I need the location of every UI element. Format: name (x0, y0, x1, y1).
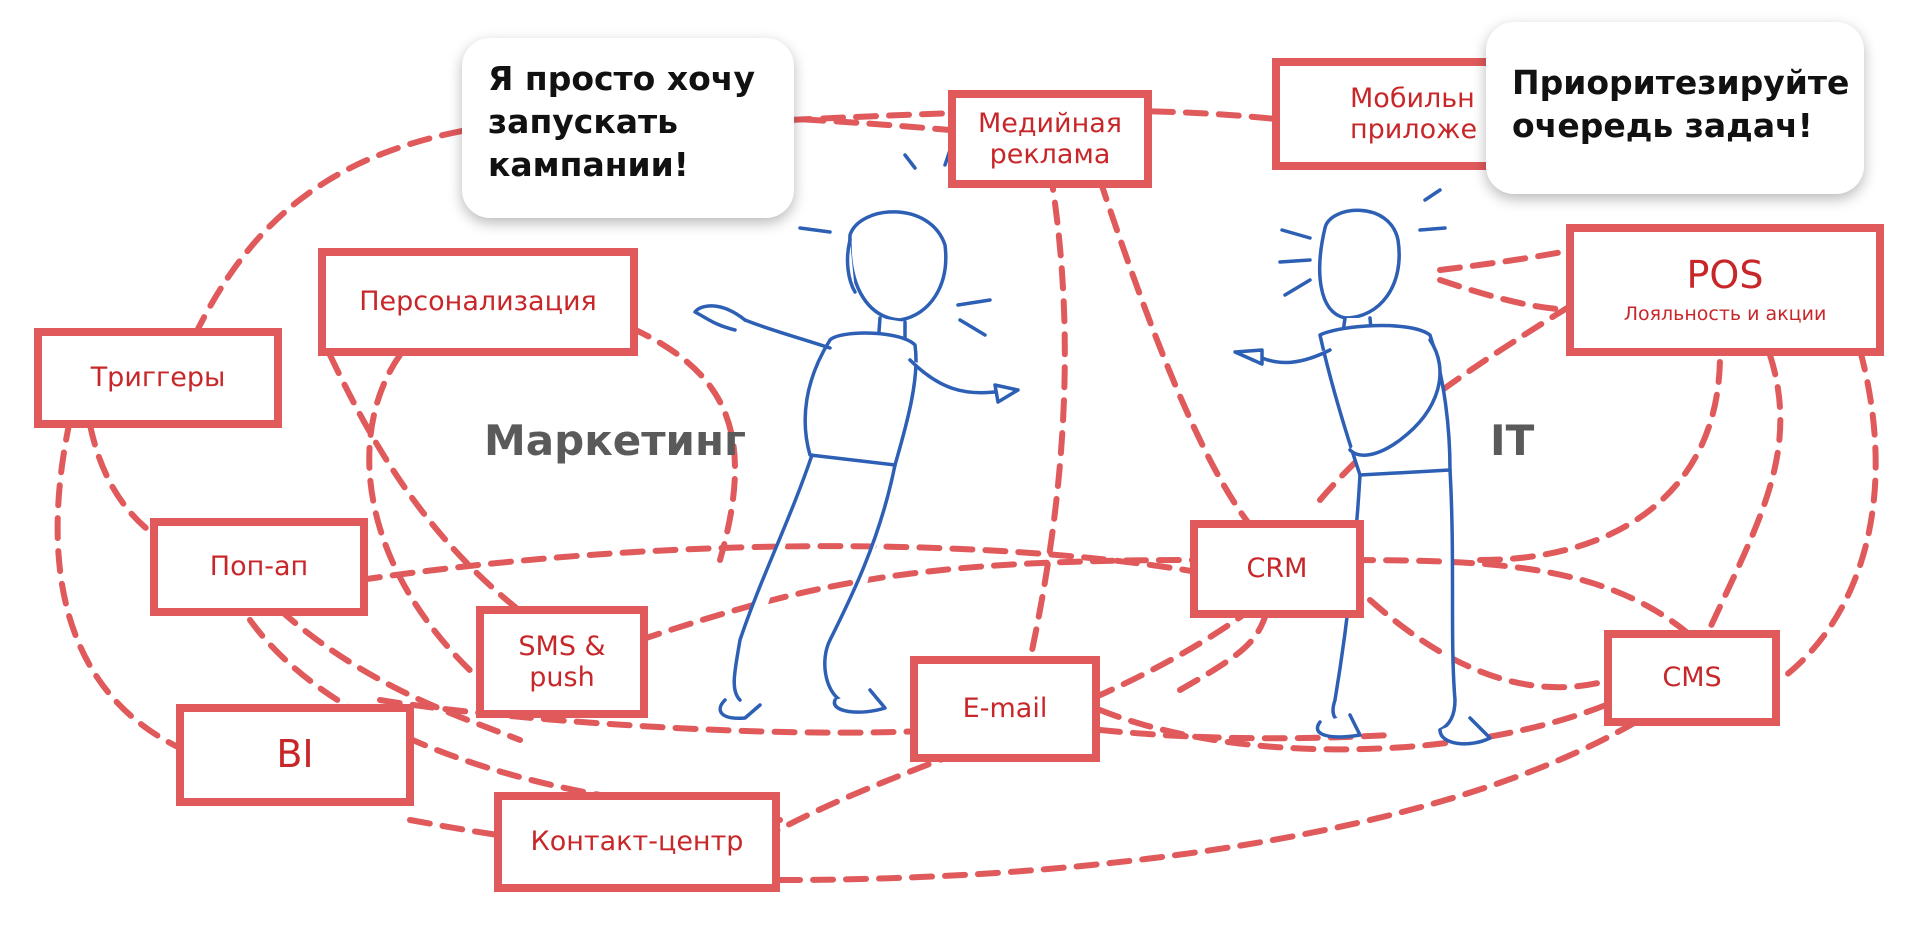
node-contact-center: Контакт-центр (494, 792, 780, 892)
node-label-line: приложе (1350, 114, 1478, 145)
node-label-line: SMS & (518, 630, 606, 662)
node-subtitle: Лояльность и акции (1623, 302, 1827, 325)
bubble-line: запускать (488, 101, 678, 141)
node-label: Триггеры (90, 362, 226, 394)
marketing-speech-bubble: Я просто хочу запускать кампании! (462, 38, 794, 218)
node-label-line: push (529, 662, 595, 693)
link (377, 697, 943, 736)
link (192, 111, 953, 338)
link (277, 607, 523, 743)
marketing-group-label: Маркетинг (484, 416, 746, 465)
link (1317, 557, 1693, 638)
bubble-line: Я просто хочу (488, 59, 755, 98)
node-cms: CMS (1604, 630, 1780, 726)
node-crm: CRM (1190, 520, 1364, 618)
link (357, 543, 1243, 583)
node-label-line: Медийная (977, 107, 1123, 139)
node-email: E-mail (910, 656, 1100, 762)
node-label: Контакт-центр (530, 826, 744, 858)
link (1097, 727, 1393, 742)
node-bi: BI (176, 704, 414, 806)
link (1777, 347, 1879, 683)
bubble-line: очередь задач! (1512, 105, 1813, 145)
link (637, 557, 1203, 643)
link (1367, 597, 1613, 691)
node-triggers: Триггеры (34, 328, 282, 428)
link (1477, 352, 1723, 563)
link (1707, 352, 1784, 631)
link (54, 417, 183, 751)
it-speech-bubble: Приоритезируйте очередь задач! (1486, 22, 1864, 194)
bubble-line: Приоритезируйте (1512, 63, 1850, 102)
node-pos: POS Лояльность и акции (1566, 224, 1884, 356)
link (1097, 177, 1253, 528)
link (1437, 227, 1653, 273)
node-label: Персонализация (359, 286, 597, 318)
node-label: CMS (1662, 662, 1722, 694)
node-label: Поп-ап (209, 551, 309, 583)
link (1027, 167, 1068, 663)
node-popup: Поп-ап (150, 518, 368, 616)
link (247, 617, 603, 798)
node-label-line: реклама (989, 139, 1111, 170)
node-label-line: Мобильн (1350, 82, 1475, 114)
link (366, 352, 533, 723)
it-person-figure (1233, 188, 1492, 746)
node-label: BI (276, 732, 314, 777)
marketing-person-figure (693, 148, 1020, 720)
node-label: E-mail (962, 693, 1048, 725)
it-group-label: IT (1490, 416, 1535, 465)
node-personalization: Персонализация (318, 248, 638, 356)
node-sms-push: SMS & push (476, 606, 648, 718)
link (1097, 687, 1643, 753)
node-label: CRM (1246, 553, 1308, 585)
node-media-ads: Медийная реклама (948, 90, 1152, 188)
bubble-line: кампании! (488, 144, 689, 184)
link (597, 312, 738, 563)
node-title: POS (1686, 253, 1764, 298)
